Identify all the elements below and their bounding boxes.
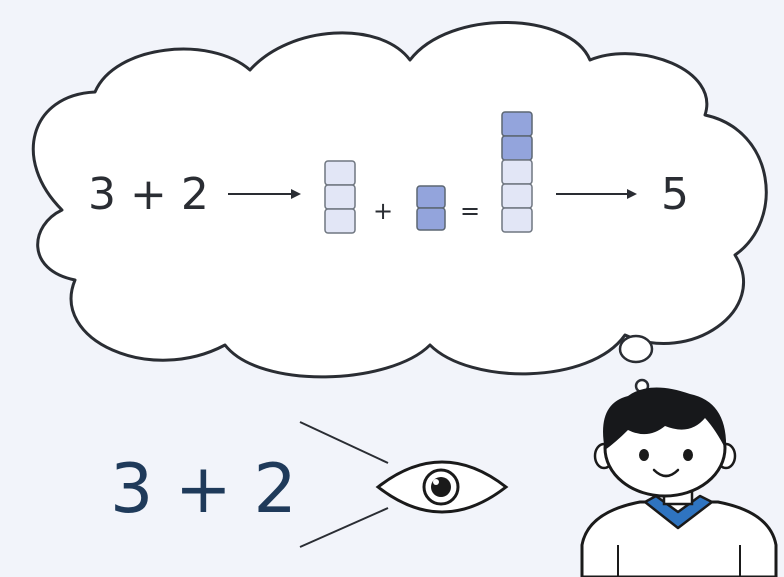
block [501,207,533,233]
block [501,135,533,161]
arrow-right-icon [556,189,637,199]
block [324,160,356,186]
thought-bubble-large [618,334,654,364]
sum-blocks [501,111,533,233]
thought-expression: 3 + 2 [88,169,209,220]
block [324,208,356,234]
block [324,184,356,210]
block [501,183,533,209]
thought-cloud [31,21,768,379]
person-shirt [580,500,778,577]
sight-line-lower [299,507,389,548]
addend-blocks-first [324,160,356,234]
block [416,185,446,209]
sight-line-upper [299,421,389,464]
equals-sign: = [460,197,480,225]
block [501,159,533,185]
block [501,111,533,137]
person-hair [603,387,727,450]
arrow-right-icon [228,189,301,199]
addend-blocks-second [416,185,446,231]
person-eye-right [683,449,693,461]
block [416,207,446,231]
seen-expression: 3 + 2 [110,450,297,529]
thought-result: 5 [661,169,689,220]
person-icon [580,387,778,577]
plus-sign: + [373,197,393,225]
person-mouth [652,468,680,478]
eye-icon [375,460,509,514]
person-eye-left [639,449,649,461]
